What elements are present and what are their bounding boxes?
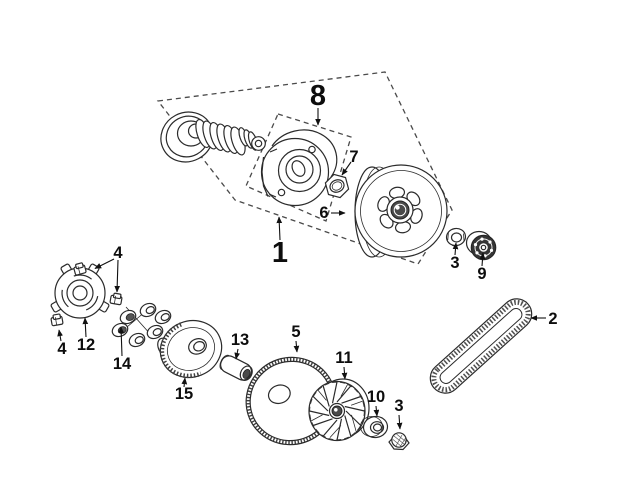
part-label-11: 11 xyxy=(335,349,352,367)
cup-washer-drawing xyxy=(361,415,389,439)
drive-pulley-half-drawing xyxy=(152,311,230,386)
part-label-3-front: 3 xyxy=(394,397,403,415)
part-label-5: 5 xyxy=(291,323,300,341)
roller-weights-drawing xyxy=(110,301,173,349)
bearing-drawing xyxy=(467,232,496,260)
leader-lines xyxy=(57,108,546,430)
clutch-nut-drawing xyxy=(325,174,348,197)
clutch-bell-drawing xyxy=(355,165,447,257)
part-label-6: 6 xyxy=(319,204,328,222)
clutch-assembly-drawing xyxy=(262,130,337,206)
part-label-10: 10 xyxy=(367,388,385,406)
driven-pulley-spring-drawing xyxy=(152,103,265,171)
part-label-7: 7 xyxy=(349,148,358,166)
spacer-bushing-drawing xyxy=(217,353,255,383)
part-label-4-lower: 4 xyxy=(57,340,67,358)
slider-guides-drawing xyxy=(50,262,122,326)
part-label-14: 14 xyxy=(113,355,132,373)
part-label-8: 8 xyxy=(310,80,326,112)
part-label-12: 12 xyxy=(77,336,95,354)
callout-labels: 1 8 7 6 3 9 2 4 4 12 14 15 13 5 11 10 3 xyxy=(57,80,557,415)
front-nut-drawing xyxy=(389,433,409,450)
part-label-15: 15 xyxy=(175,385,193,403)
part-label-1: 1 xyxy=(272,237,288,269)
rear-nut-drawing xyxy=(445,227,467,247)
group-8-dashed-boundary xyxy=(246,114,351,221)
part-label-13: 13 xyxy=(231,331,249,349)
part-label-9: 9 xyxy=(477,265,486,283)
ramp-plate-drawing xyxy=(50,263,109,318)
drive-belt-drawing xyxy=(424,293,538,400)
part-label-3-rear: 3 xyxy=(450,254,459,272)
part-label-2: 2 xyxy=(548,310,557,328)
part-label-4-upper: 4 xyxy=(113,244,123,262)
fan-pulley-half-drawing xyxy=(309,379,369,441)
